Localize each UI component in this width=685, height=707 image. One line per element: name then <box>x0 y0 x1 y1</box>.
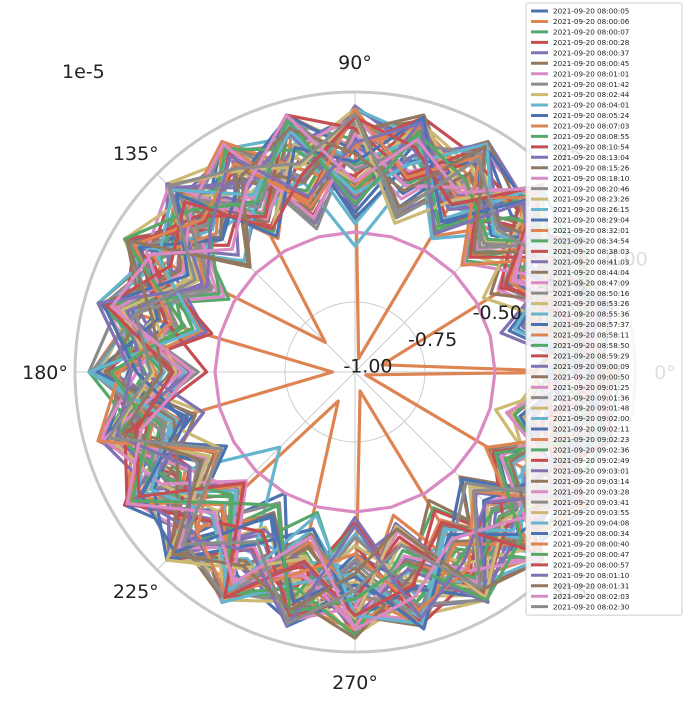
legend-entry: 2021-09-20 09:02:49 <box>553 456 630 465</box>
legend-entry: 2021-09-20 08:59:29 <box>553 351 630 360</box>
series-line <box>126 116 603 618</box>
legend-entry: 2021-09-20 09:02:36 <box>553 446 630 455</box>
angle-tick-label: 180° <box>22 362 68 384</box>
legend-entry: 2021-09-20 08:26:15 <box>553 205 629 214</box>
series-line <box>107 112 623 626</box>
legend-entry: 2021-09-20 09:03:41 <box>553 498 629 507</box>
legend-entry: 2021-09-20 08:41:03 <box>553 257 629 266</box>
series-line <box>109 118 601 615</box>
legend-entry: 2021-09-20 08:00:07 <box>553 28 629 37</box>
legend-entry: 2021-09-20 08:57:37 <box>553 320 629 329</box>
radial-tick-label: -0.50 <box>473 302 522 324</box>
series-line <box>87 129 609 626</box>
legend-entry: 2021-09-20 08:00:40 <box>553 540 630 549</box>
series-line <box>109 115 595 621</box>
legend-entry: 2021-09-20 08:29:04 <box>553 216 630 225</box>
legend-entry: 2021-09-20 09:03:28 <box>553 487 630 496</box>
series-line <box>101 116 606 631</box>
legend-entry: 2021-09-20 08:02:03 <box>553 592 629 601</box>
legend-entry: 2021-09-20 08:00:57 <box>553 560 629 569</box>
legend-frame <box>525 2 683 616</box>
angle-tick-label: 90° <box>338 52 372 74</box>
legend-entry: 2021-09-20 08:10:54 <box>553 142 630 151</box>
legend-entry: 2021-09-20 09:02:23 <box>553 435 629 444</box>
series-line <box>109 113 598 632</box>
legend-entry: 2021-09-20 09:03:14 <box>553 477 630 486</box>
legend-entry: 2021-09-20 09:04:08 <box>553 519 630 528</box>
legend-entry: 2021-09-20 08:00:45 <box>553 59 629 68</box>
legend-entry: 2021-09-20 08:34:54 <box>553 237 630 246</box>
legend-entry: 2021-09-20 09:03:55 <box>553 508 629 517</box>
radial-tick-label: -1.00 <box>343 356 392 378</box>
legend-entry: 2021-09-20 08:15:26 <box>553 163 630 172</box>
legend-entry: 2021-09-20 08:47:09 <box>553 278 630 287</box>
legend-entry: 2021-09-20 08:18:10 <box>553 174 630 183</box>
series-lines <box>87 104 623 640</box>
series-line <box>104 109 615 640</box>
radial-scale-label: 1e-5 <box>62 61 105 83</box>
legend-entry: 2021-09-20 08:00:34 <box>553 529 630 538</box>
legend-entry: 2021-09-20 09:01:36 <box>553 393 630 402</box>
series-line <box>101 132 614 629</box>
legend-entry: 2021-09-20 08:05:24 <box>553 111 630 120</box>
legend-entry: 2021-09-20 08:00:37 <box>553 48 629 57</box>
legend-entry: 2021-09-20 08:07:03 <box>553 122 629 131</box>
angle-tick-label: 225° <box>113 581 159 603</box>
legend-entry: 2021-09-20 08:58:50 <box>553 341 630 350</box>
legend-entry: 2021-09-20 08:20:46 <box>553 184 630 193</box>
legend-entry: 2021-09-20 09:02:00 <box>553 414 630 423</box>
angle-tick-label: 135° <box>113 143 159 165</box>
legend-entry: 2021-09-20 08:04:01 <box>553 101 629 110</box>
legend-entry: 2021-09-20 08:55:36 <box>553 310 630 319</box>
legend-entry: 2021-09-20 09:01:48 <box>553 404 630 413</box>
legend-entry: 2021-09-20 08:00:06 <box>553 17 630 26</box>
legend-entry: 2021-09-20 09:00:09 <box>553 362 630 371</box>
legend-entry: 2021-09-20 08:01:42 <box>553 80 629 89</box>
legend-entry: 2021-09-20 08:58:11 <box>553 331 629 340</box>
legend-entry: 2021-09-20 09:03:01 <box>553 466 629 475</box>
legend-entry: 2021-09-20 08:00:05 <box>553 7 629 16</box>
legend-entry: 2021-09-20 08:08:55 <box>553 132 629 141</box>
legend-entry: 2021-09-20 08:02:30 <box>553 602 630 611</box>
legend-entry: 2021-09-20 08:13:04 <box>553 153 630 162</box>
radial-tick-label: -0.75 <box>408 329 457 351</box>
legend-entry: 2021-09-20 08:23:26 <box>553 195 630 204</box>
legend-entry: 2021-09-20 08:02:44 <box>553 90 630 99</box>
legend-entry: 2021-09-20 08:00:47 <box>553 550 629 559</box>
legend-entry: 2021-09-20 09:01:25 <box>553 383 629 392</box>
legend-entry: 2021-09-20 08:32:01 <box>553 226 629 235</box>
legend-entry: 2021-09-20 08:01:10 <box>553 571 630 580</box>
legend-entry: 2021-09-20 08:44:04 <box>553 268 630 277</box>
angle-tick-label: 270° <box>332 672 378 694</box>
legend-entry: 2021-09-20 08:00:28 <box>553 38 630 47</box>
legend-entry: 2021-09-20 09:02:11 <box>553 425 629 434</box>
legend-entry: 2021-09-20 08:50:16 <box>553 289 630 298</box>
series-line <box>213 230 497 514</box>
series-line <box>92 121 611 620</box>
legend-entry: 2021-09-20 09:00:50 <box>553 372 630 381</box>
legend-entry: 2021-09-20 08:38:03 <box>553 247 629 256</box>
series-line <box>120 127 612 612</box>
series-line <box>96 107 617 612</box>
legend-entry: 2021-09-20 08:01:01 <box>553 69 629 78</box>
series-line <box>96 121 611 628</box>
legend-entry: 2021-09-20 08:01:31 <box>553 581 629 590</box>
series-line <box>104 115 614 618</box>
legend-entry: 2021-09-20 08:53:26 <box>553 299 630 308</box>
